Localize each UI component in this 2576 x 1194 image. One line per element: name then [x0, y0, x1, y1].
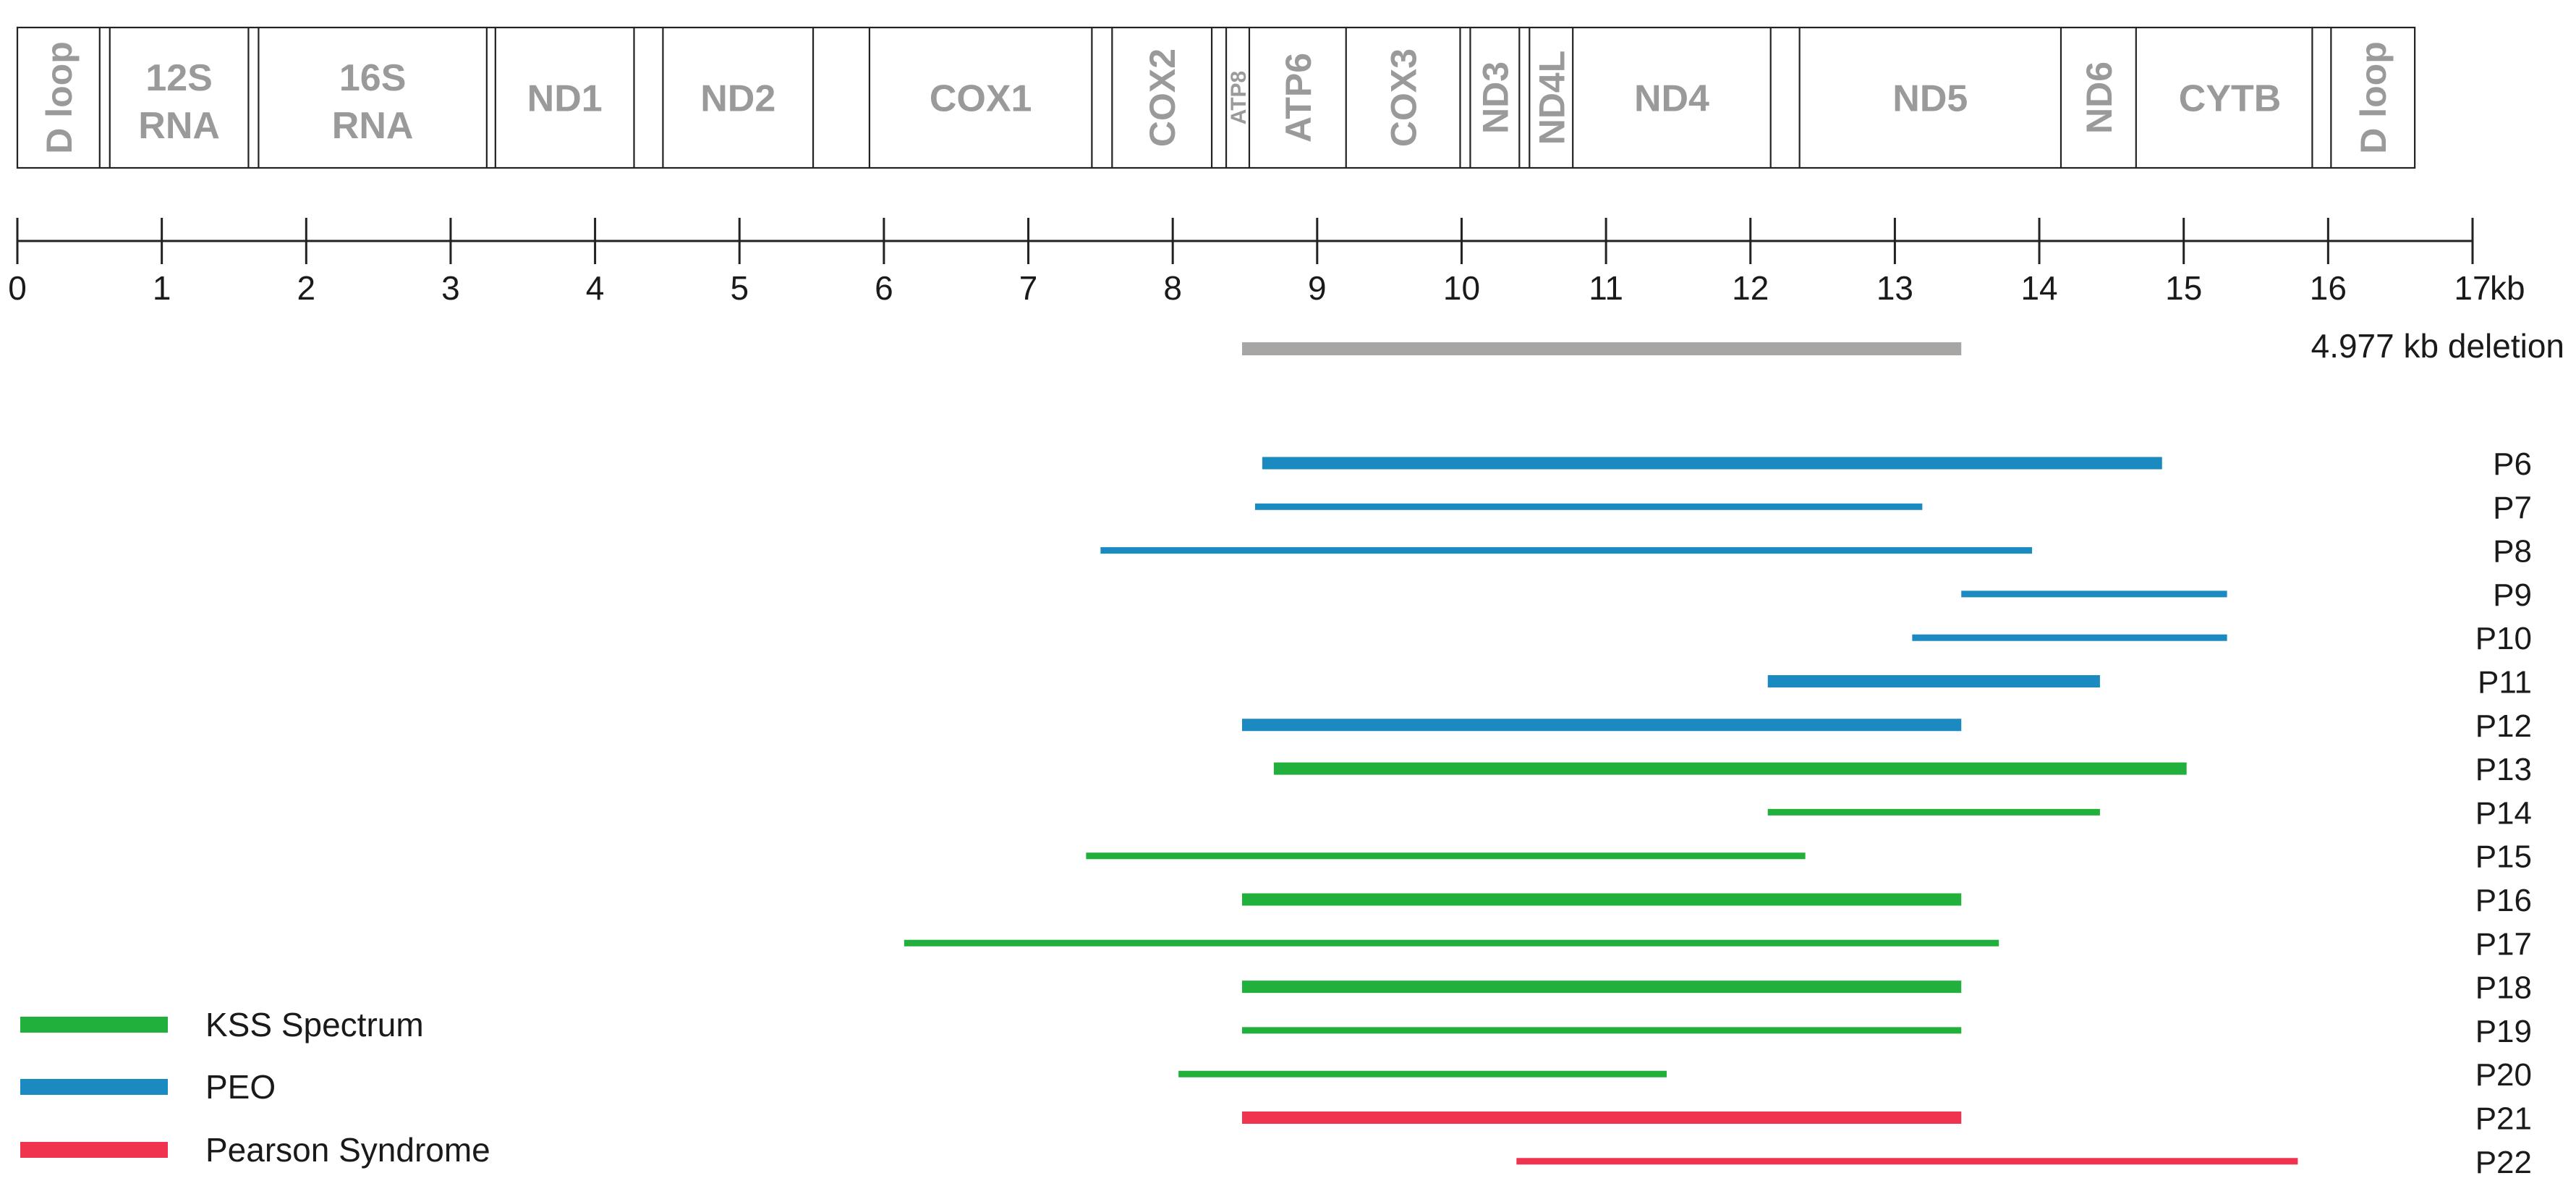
axis-tick-label: 12 — [1732, 269, 1769, 307]
patient-label: P14 — [2475, 795, 2532, 831]
gene-label: ND1 — [527, 78, 603, 120]
axis-tick-label: 4 — [586, 269, 605, 307]
axis-tick-label: 10 — [1443, 269, 1480, 307]
patient-label: P20 — [2475, 1057, 2532, 1093]
legend-label: Pearson Syndrome — [205, 1131, 490, 1169]
gene-label: COX3 — [1384, 48, 1424, 147]
axis-tick-label: 13 — [1876, 269, 1913, 307]
axis-tick-label: 5 — [730, 269, 749, 307]
axis-tick-label: 11 — [1589, 269, 1623, 307]
gene-label: ATP8 — [1227, 71, 1251, 124]
gene-label-line: 16S — [339, 57, 407, 99]
axis-tick-label: 16 — [2310, 269, 2347, 307]
axis-tick-label: 8 — [1163, 269, 1182, 307]
gene-label: ND5 — [1892, 78, 1968, 120]
axis-unit-label: kb — [2490, 269, 2525, 307]
patient-label: P22 — [2475, 1145, 2532, 1180]
gene-label: ATP6 — [1278, 53, 1319, 143]
genome-outline — [16, 26, 2416, 169]
patient-label: P16 — [2475, 883, 2532, 918]
axis-tick-label: 7 — [1019, 269, 1038, 307]
axis-tick-label: 9 — [1308, 269, 1327, 307]
patient-label: P17 — [2475, 926, 2532, 962]
gene-label: ND3 — [1475, 62, 1516, 134]
common-deletion: 4.977 kb deletion — [1242, 327, 2564, 365]
legend-label: KSS Spectrum — [205, 1006, 424, 1043]
patient-label: P13 — [2475, 752, 2532, 787]
gene-label: ND4 — [1634, 78, 1709, 120]
gene-label: 12S RNA — [138, 57, 220, 147]
genome-map: D loop 12S RNA 16S RNA ND1 ND2 COX1 COX2 ATP8 ATP6… — [16, 26, 2416, 169]
patient-label: P6 — [2493, 446, 2532, 482]
axis-tick-label: 17 — [2454, 269, 2491, 307]
common-deletion-label: 4.977 kb deletion — [2311, 327, 2564, 365]
axis-tick-label: 15 — [2165, 269, 2202, 307]
gene-label: ND6 — [2079, 62, 2120, 134]
axis-tick-label: 0 — [8, 269, 27, 307]
patient-label: P10 — [2475, 621, 2532, 656]
gene-label: ND2 — [700, 78, 775, 120]
gene-label: ND4L — [1531, 51, 1572, 145]
gene-label-line: RNA — [138, 105, 220, 147]
axis-tick-label: 2 — [297, 269, 315, 307]
gene-label: 16S RNA — [332, 57, 414, 147]
axis-tick-label: 3 — [441, 269, 460, 307]
gene-label: D loop — [39, 41, 80, 154]
patient-label: P7 — [2493, 490, 2532, 525]
patient-label: P15 — [2475, 839, 2532, 875]
patient-label: P12 — [2475, 708, 2532, 744]
patient-label: P11 — [2478, 665, 2532, 700]
patient-label: P8 — [2493, 534, 2532, 570]
legend-label: PEO — [205, 1068, 276, 1106]
axis-tick-label: 6 — [875, 269, 893, 307]
axis-tick-label: 14 — [2020, 269, 2057, 307]
gene-label: CYTB — [2179, 78, 2282, 120]
gene-label: COX2 — [1142, 48, 1183, 147]
patient-deletions: P6P7P8P9P10P11P12P13P14P15P16P17P18P19P2… — [904, 446, 2532, 1180]
gene-label: COX1 — [930, 78, 1032, 120]
gene-label-line: RNA — [332, 105, 414, 147]
patient-label: P21 — [2475, 1101, 2532, 1137]
patient-label: P19 — [2475, 1014, 2532, 1049]
patient-label: P9 — [2493, 577, 2532, 613]
gene-label-line: 12S — [145, 57, 213, 99]
patient-label: P18 — [2475, 970, 2532, 1006]
axis-tick-label: 1 — [153, 269, 171, 307]
gene-label: D loop — [2353, 41, 2394, 154]
